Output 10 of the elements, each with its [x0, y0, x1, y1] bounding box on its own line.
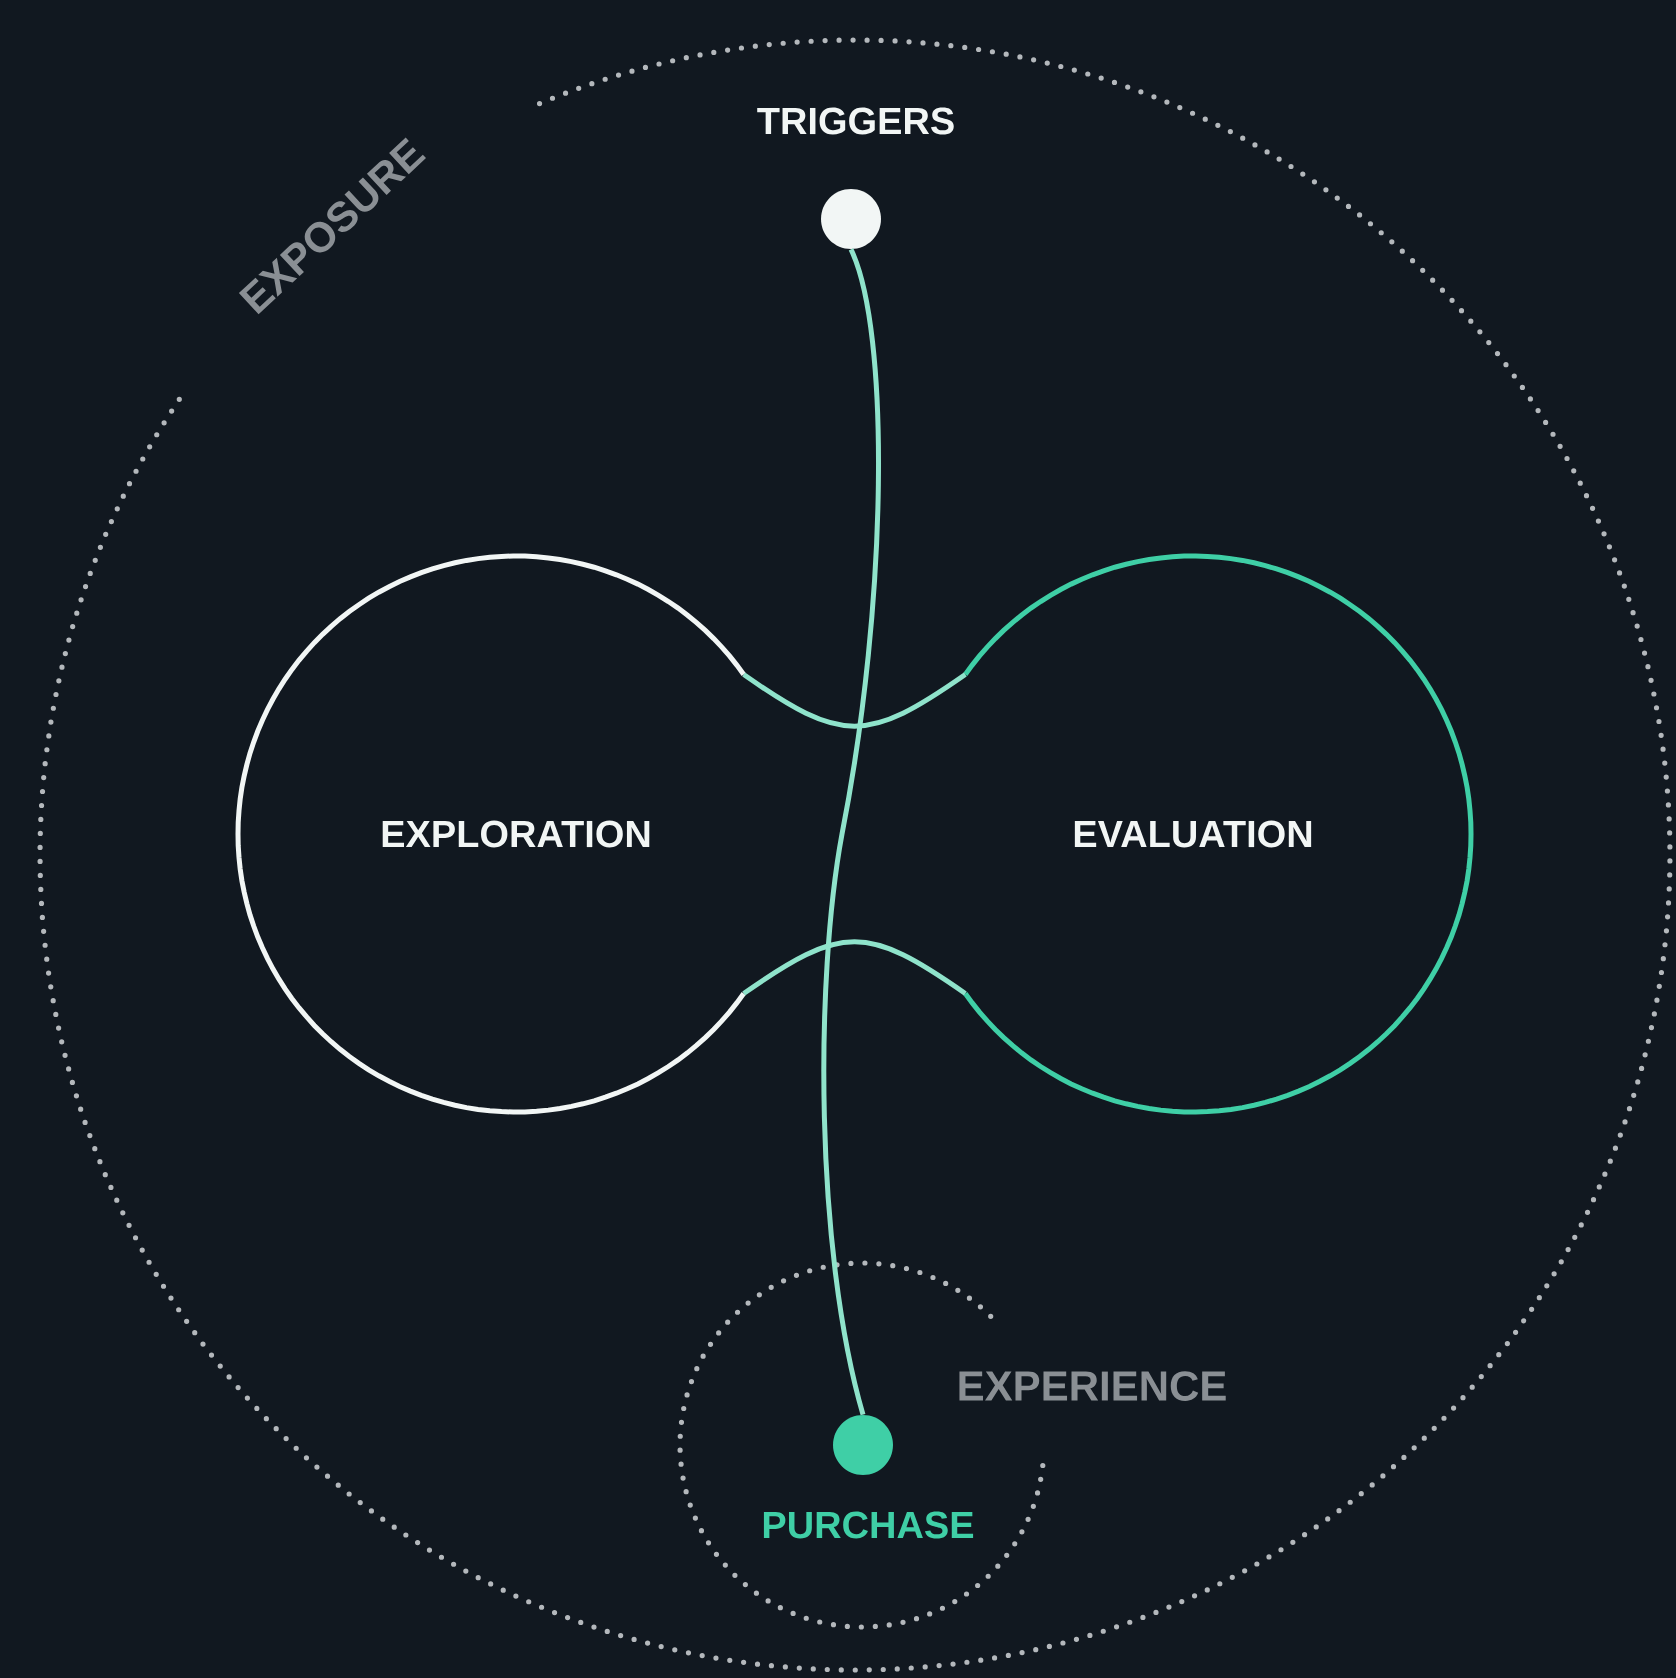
- connector: [821, 248, 881, 1416]
- connector: [742, 939, 967, 996]
- loop: EVALUATION: [963, 553, 1474, 1115]
- dot: [821, 189, 881, 249]
- phase-label: EXPERIENCE: [959, 1371, 1226, 1401]
- stage-label: PURCHASE: [763, 1511, 974, 1539]
- connector: [742, 672, 967, 729]
- loop: EXPLORATION: [235, 553, 746, 1115]
- stage-label: TRIGGERS: [757, 107, 954, 135]
- dot: [833, 1415, 893, 1475]
